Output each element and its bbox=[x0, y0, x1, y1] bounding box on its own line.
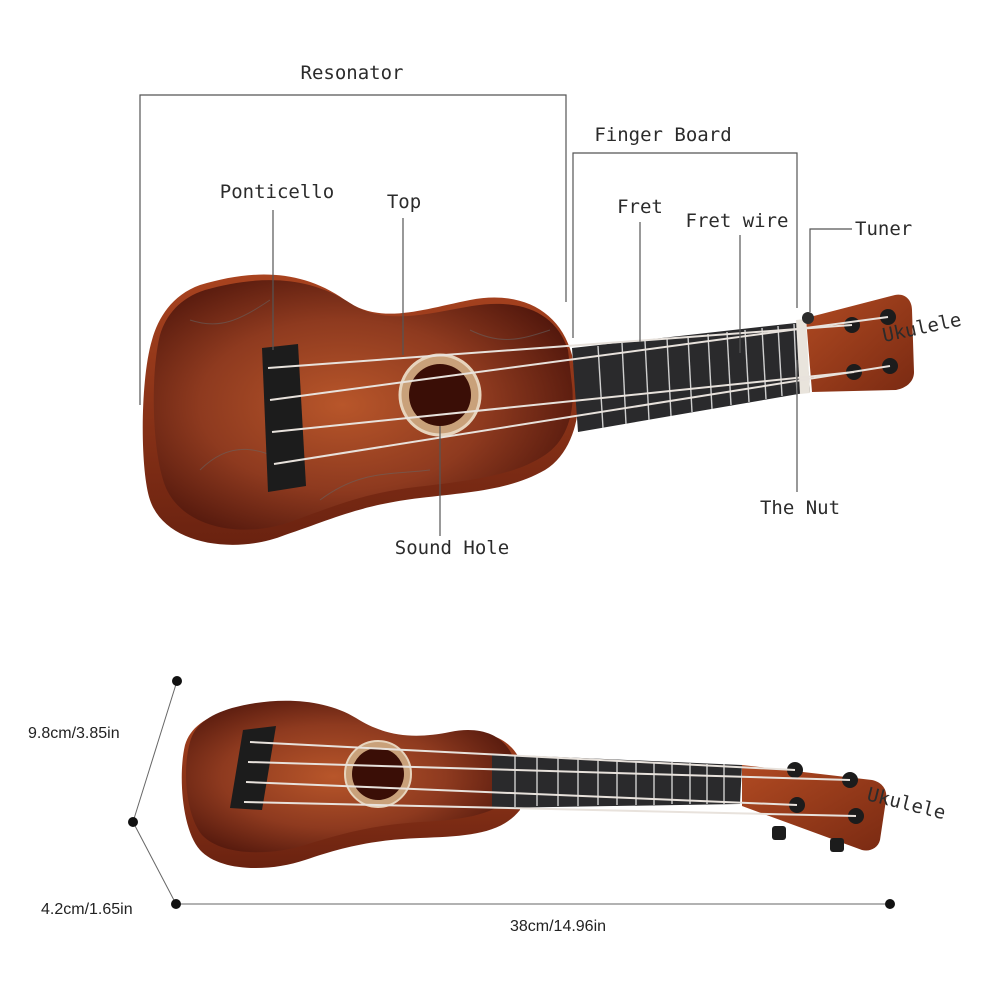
dimension-length: 38cm/14.96in bbox=[510, 918, 606, 935]
dimension-height: 9.8cm/3.85in bbox=[28, 725, 120, 742]
label-fret-wire: Fret wire bbox=[686, 210, 789, 232]
label-sound-hole: Sound Hole bbox=[395, 537, 509, 559]
height-dimension-line bbox=[132, 680, 178, 823]
label-ponticello: Ponticello bbox=[220, 181, 334, 203]
label-finger-board: Finger Board bbox=[594, 124, 731, 146]
dimension-labels: 9.8cm/3.85in 4.2cm/1.65in 38cm/14.96in bbox=[28, 725, 606, 935]
dimension-point-bottom-left bbox=[171, 899, 181, 909]
finger-board-bracket bbox=[572, 152, 798, 338]
dimension-depth: 4.2cm/1.65in bbox=[41, 901, 133, 918]
strings bbox=[267, 316, 891, 465]
resonator-bracket bbox=[139, 94, 567, 405]
wood-grain bbox=[189, 299, 551, 501]
part-labels: Resonator Finger Board Ponticello Top Fr… bbox=[220, 62, 912, 559]
dimension-point-top bbox=[172, 676, 182, 686]
label-tuner: Tuner bbox=[855, 218, 912, 240]
nut bbox=[796, 319, 810, 394]
label-fret: Fret bbox=[617, 196, 663, 218]
frets bbox=[597, 323, 798, 429]
main-ukulele: Ukulele bbox=[142, 274, 963, 545]
dimension-lines bbox=[128, 676, 895, 909]
body-top-face bbox=[153, 280, 573, 530]
dimension-point-bottom-right bbox=[885, 899, 895, 909]
dimension-point-middle bbox=[128, 817, 138, 827]
callout-lines bbox=[139, 94, 852, 536]
small-tuner-pegs bbox=[772, 762, 864, 852]
label-resonator: Resonator bbox=[301, 62, 404, 84]
small-sound-hole bbox=[352, 748, 404, 800]
label-the-nut: The Nut bbox=[760, 497, 840, 519]
depth-dimension-line bbox=[132, 821, 177, 905]
tuner-leader bbox=[809, 228, 852, 312]
small-frets bbox=[514, 755, 725, 807]
small-strings bbox=[243, 741, 857, 817]
label-top: Top bbox=[387, 191, 421, 213]
dimension-ukulele: Ukulele bbox=[181, 700, 948, 869]
small-bridge bbox=[230, 726, 276, 810]
bridge bbox=[262, 344, 306, 492]
fingerboard bbox=[572, 322, 810, 432]
